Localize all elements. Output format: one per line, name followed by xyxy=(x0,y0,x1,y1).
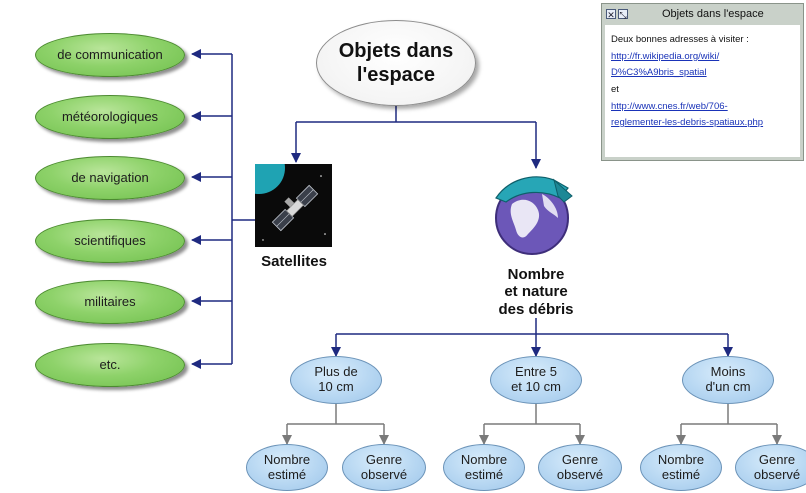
close-icon[interactable]: ✕ xyxy=(606,9,616,20)
satellites-label: Satellites xyxy=(261,253,327,270)
node-etc[interactable]: etc. xyxy=(35,343,185,387)
node-navigation[interactable]: de navigation xyxy=(35,156,185,200)
node-communication-label: de communication xyxy=(57,46,163,62)
node-5-10cm[interactable]: Entre 5 et 10 cm xyxy=(490,356,582,404)
root-node[interactable]: Objets dans l'espace xyxy=(316,20,476,106)
leaf-nombre-estime-1-line1: Nombre xyxy=(263,451,311,467)
leaf-genre-observe-2-line1: Genre xyxy=(561,451,599,467)
leaf-genre-observe-2-line2: observé xyxy=(556,466,604,482)
note-title: Objets dans l'espace xyxy=(662,8,764,20)
node-meteorologiques[interactable]: météorologiques xyxy=(35,95,185,139)
leaf-nombre-estime-1-line2: estimé xyxy=(267,466,307,482)
node-meteorologiques-label: météorologiques xyxy=(61,108,159,124)
debris-globe-image[interactable] xyxy=(488,168,574,262)
leaf-nombre-estime-2-line2: estimé xyxy=(464,466,504,482)
node-moins-1cm-line1: Moins xyxy=(710,364,746,380)
root-title-line1: Objets dans xyxy=(338,40,454,62)
leaf-nombre-estime-3-line2: estimé xyxy=(661,466,701,482)
node-scientifiques[interactable]: scientifiques xyxy=(35,219,185,263)
leaf-nombre-estime-1[interactable]: Nombre estimé xyxy=(246,444,328,491)
leaf-genre-observe-2[interactable]: Genre observé xyxy=(538,444,622,491)
leaf-nombre-estime-3[interactable]: Nombre estimé xyxy=(640,444,722,491)
leaf-genre-observe-1[interactable]: Genre observé xyxy=(342,444,426,491)
leaf-genre-observe-1-line1: Genre xyxy=(365,451,403,467)
leaf-nombre-estime-2-line1: Nombre xyxy=(460,451,508,467)
leaf-genre-observe-3-line1: Genre xyxy=(758,451,796,467)
note-link-cnes-part1[interactable]: http://www.cnes.fr/web/706- xyxy=(611,100,728,112)
node-5-10cm-line2: et 10 cm xyxy=(511,379,561,394)
leaf-genre-observe-3-line2: observé xyxy=(753,466,801,482)
resize-icon[interactable]: ⤡ xyxy=(618,9,628,20)
leaf-nombre-estime-2[interactable]: Nombre estimé xyxy=(443,444,525,491)
debris-label-line1: Nombre xyxy=(507,266,565,283)
node-navigation-label: de navigation xyxy=(71,169,149,185)
leaf-genre-observe-1-line2: observé xyxy=(360,466,408,482)
node-scientifiques-label: scientifiques xyxy=(74,232,146,248)
node-plus-10cm-line2: 10 cm xyxy=(318,379,354,394)
node-militaires-label: militaires xyxy=(84,293,136,309)
note-link-cnes-part2[interactable]: reglementer-les-debris-spatiaux.php xyxy=(611,117,764,129)
note-link-wikipedia-part1[interactable]: http://fr.wikipedia.org/wiki/ xyxy=(611,50,720,62)
leaf-nombre-estime-3-line1: Nombre xyxy=(657,451,705,467)
note-body: Deux bonnes adresses à visiter : http://… xyxy=(605,25,800,157)
node-moins-1cm-line2: d'un cm xyxy=(705,379,751,394)
leaf-genre-observe-3[interactable]: Genre observé xyxy=(735,444,806,491)
note-link-wikipedia-part2[interactable]: D%C3%A9bris_spatial xyxy=(611,67,707,79)
node-5-10cm-line1: Entre 5 xyxy=(515,364,557,380)
node-communication[interactable]: de communication xyxy=(35,33,185,77)
root-title-line2: l'espace xyxy=(356,64,436,86)
node-moins-1cm[interactable]: Moins d'un cm xyxy=(682,356,774,404)
node-plus-10cm-line1: Plus de xyxy=(314,364,358,380)
debris-label-line2: et nature xyxy=(504,283,568,301)
node-etc-label: etc. xyxy=(99,356,121,372)
node-militaires[interactable]: militaires xyxy=(35,280,185,324)
note-window[interactable]: ✕ ⤡ Objets dans l'espace Deux bonnes adr… xyxy=(601,3,804,161)
debris-label-line3: des débris xyxy=(498,300,574,318)
note-header: ✕ ⤡ Objets dans l'espace xyxy=(602,4,803,24)
satellite-image[interactable] xyxy=(255,164,332,247)
note-conjunction: et xyxy=(611,83,619,95)
note-intro: Deux bonnes adresses à visiter : xyxy=(611,34,749,45)
debris-label: Nombre et nature des débris xyxy=(470,266,602,318)
node-plus-10cm[interactable]: Plus de 10 cm xyxy=(290,356,382,404)
